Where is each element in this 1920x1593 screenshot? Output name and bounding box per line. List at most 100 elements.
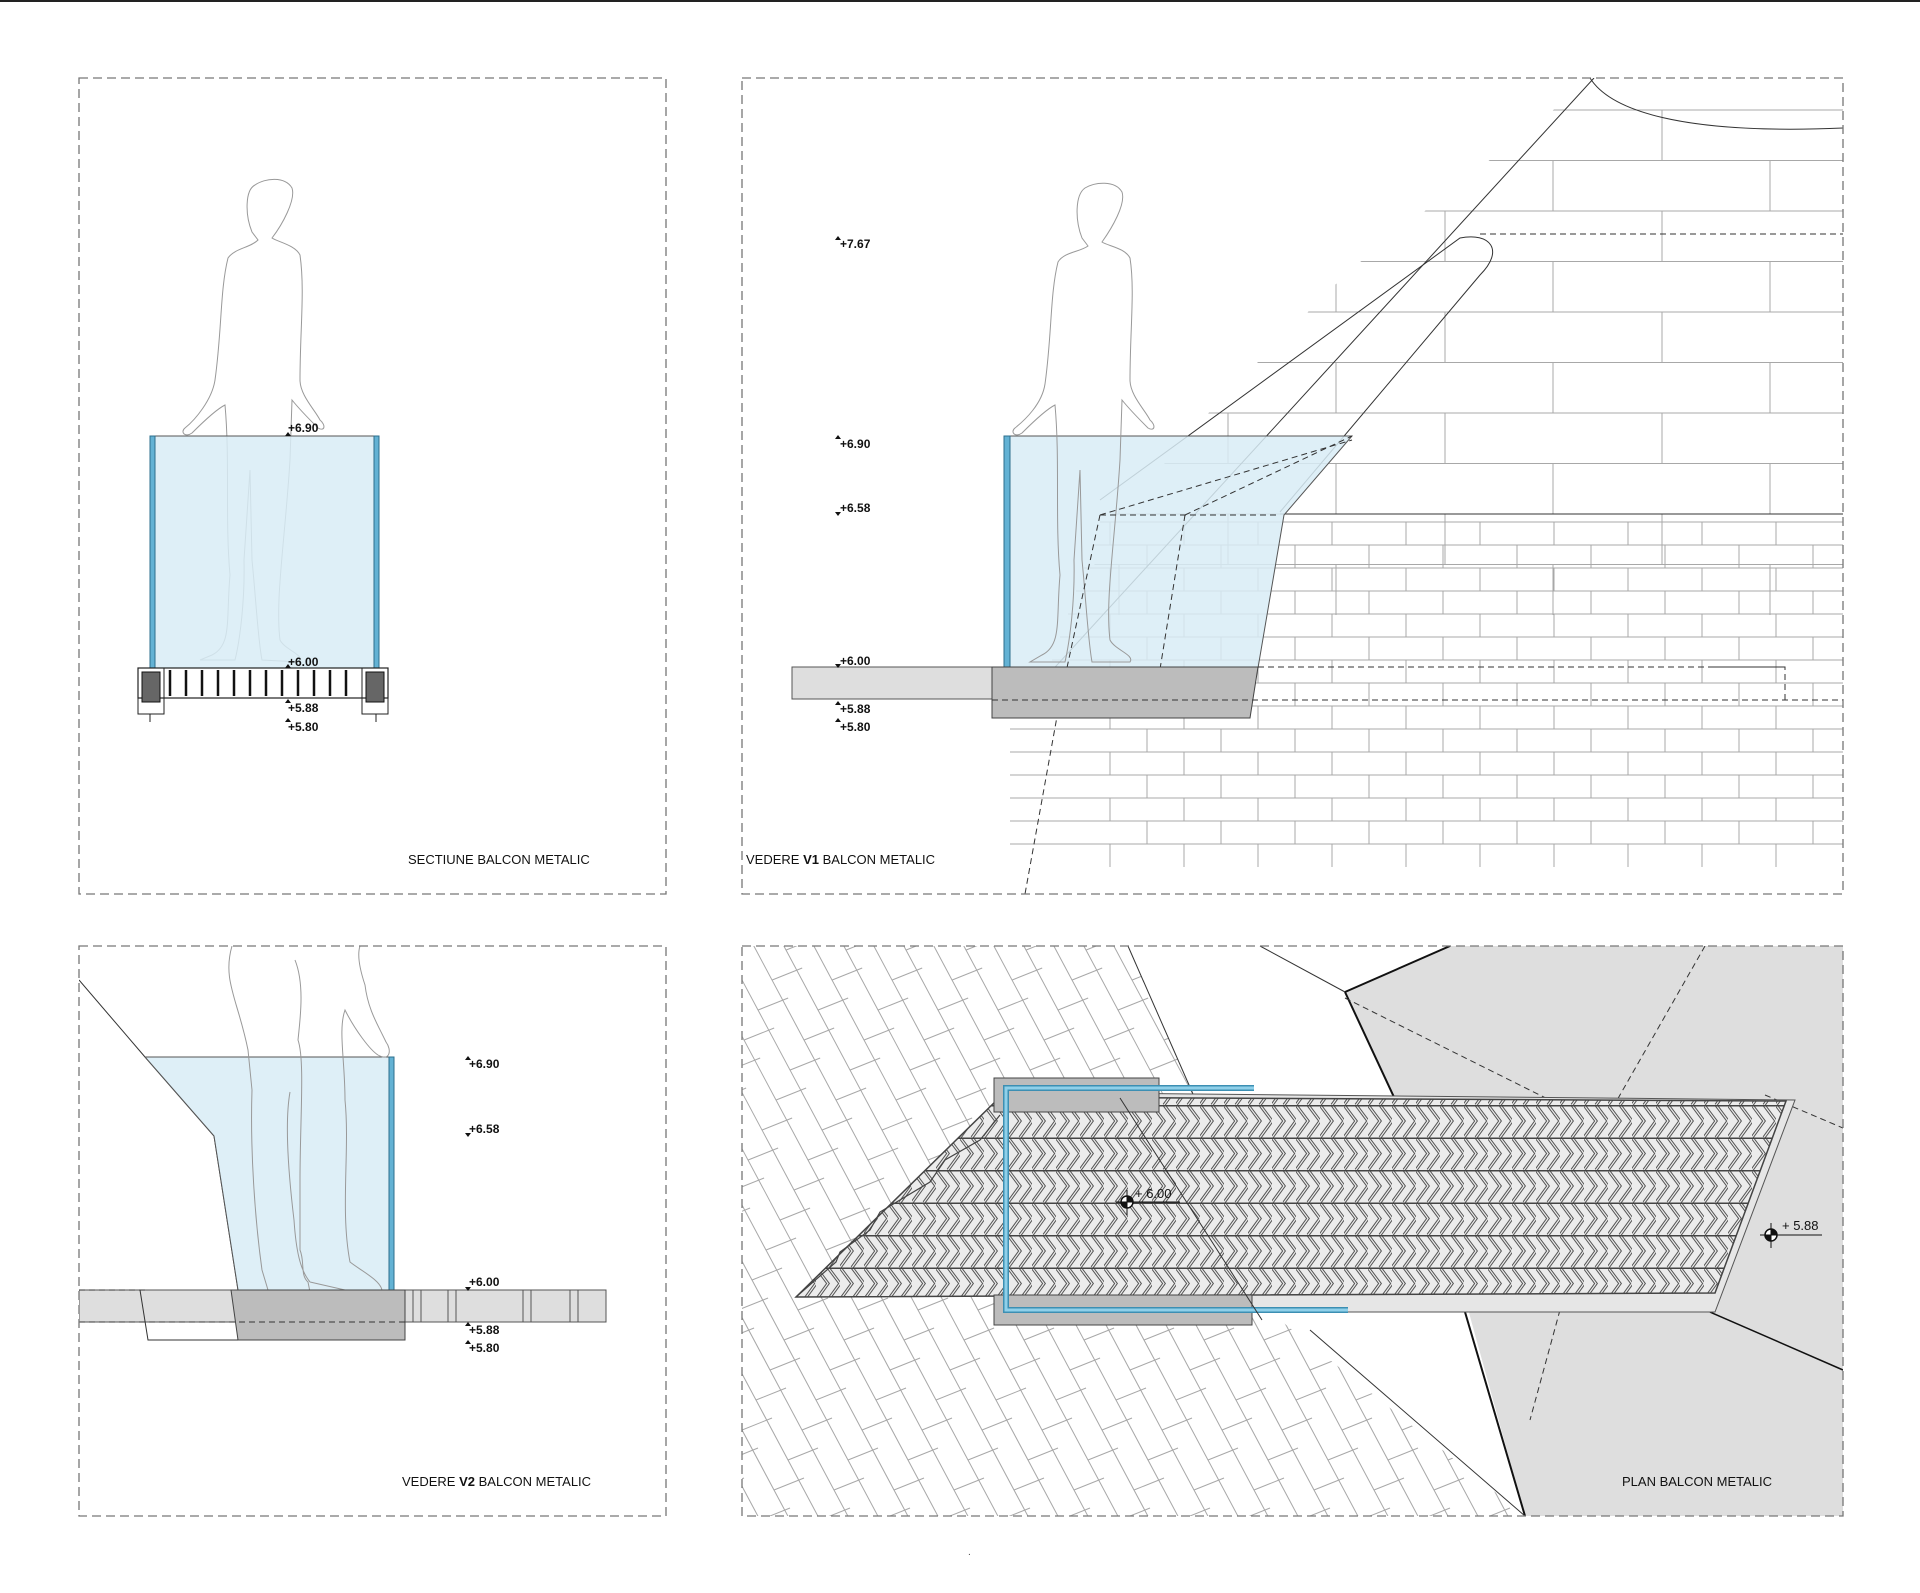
paving-joint <box>444 1028 474 1040</box>
paving-joint <box>1488 848 1518 860</box>
paving-joint <box>532 968 562 980</box>
paving-joint <box>1191 967 1223 981</box>
paving-joint <box>935 1387 967 1401</box>
paving-joint <box>742 967 743 981</box>
paving-joint <box>656 1088 686 1100</box>
paving-joint <box>765 1237 797 1251</box>
paving-joint <box>1202 818 1232 830</box>
paving-joint <box>684 1028 714 1040</box>
level-label: +5.80 <box>840 720 871 734</box>
level-label: + 6.00 <box>1135 1186 1172 1201</box>
paving-joint <box>1223 1027 1255 1041</box>
paving-joint <box>670 1058 700 1070</box>
paving-joint <box>708 848 738 860</box>
paving-joint <box>662 818 692 830</box>
levels-section: +6.90 +6.00 +5.88 +5.80 <box>285 421 319 734</box>
paving-joint <box>775 1087 807 1101</box>
paving-joint <box>789 1057 821 1071</box>
paving-joint <box>1322 818 1352 830</box>
balcony-slab <box>230 1289 406 1341</box>
panel-section: +6.90 +6.00 +5.88 +5.80 SECTIUNE BALCON … <box>78 77 667 895</box>
paving-joint <box>1263 1327 1295 1341</box>
paving-joint <box>632 1268 662 1280</box>
paving-joint <box>722 818 752 830</box>
paving-joint <box>981 1417 1013 1431</box>
paving-joint <box>636 1388 666 1400</box>
level-marker-588: + 5.88 <box>1760 1218 1822 1248</box>
paving-joint <box>560 908 590 920</box>
paving-joint <box>920 908 950 920</box>
paving-joint <box>1073 1477 1105 1491</box>
paving-joint <box>797 1297 829 1311</box>
paving-joint <box>907 1447 939 1461</box>
paving-joint <box>839 1207 871 1221</box>
paving-joint <box>1354 878 1384 890</box>
paving-joint <box>969 1057 1001 1071</box>
paving-joint <box>863 1027 895 1041</box>
paving-joint <box>642 1118 672 1130</box>
paving-joint <box>572 1268 602 1280</box>
paving-joint <box>879 1507 911 1516</box>
paving-joint <box>504 1028 534 1040</box>
paving-joint <box>937 997 969 1011</box>
paving-joint <box>1177 997 1209 1011</box>
paving-joint <box>847 1447 879 1461</box>
paving-joint <box>542 818 572 830</box>
paving-joint <box>472 968 502 980</box>
paving-joint <box>755 1387 787 1401</box>
paving-joint <box>877 997 909 1011</box>
paving-joint <box>857 1297 889 1311</box>
level-label: +5.80 <box>288 720 319 734</box>
paving-joint <box>1188 848 1218 860</box>
paving-joint <box>1089 1057 1121 1071</box>
paving-joint <box>803 1027 835 1041</box>
paving-joint <box>1359 1507 1391 1516</box>
paving-joint <box>592 968 622 980</box>
paving-joint <box>1373 1477 1405 1491</box>
paving-joint <box>1280 908 1310 920</box>
paving-joint <box>881 1117 913 1131</box>
paving-joint <box>874 878 904 890</box>
paving-joint <box>1129 1357 1161 1371</box>
paving-joint <box>588 848 618 860</box>
paving-joint <box>742 1477 745 1491</box>
panel-view-v2: +6.90 +6.58 +6.00 +5.88 +5.80 <box>79 946 607 1355</box>
paving-joint <box>831 967 863 981</box>
paving-joint <box>1534 878 1564 890</box>
paving-joint <box>1311 967 1343 981</box>
paving-joint <box>1840 1508 1870 1520</box>
panel-plan: + 6.00 + 5.88 <box>426 818 1884 1520</box>
paving-joint <box>1294 878 1324 890</box>
paving-joint <box>1057 997 1089 1011</box>
paving-joint <box>1433 1477 1465 1491</box>
paving-joint <box>967 1447 999 1461</box>
paving-joint <box>664 1328 694 1340</box>
paving-joint <box>1295 1387 1327 1401</box>
paving-joint <box>1114 878 1144 890</box>
paving-joint <box>1133 1477 1165 1491</box>
level-label: +6.00 <box>840 654 871 668</box>
paving-joint <box>742 1177 765 1191</box>
paving-joint <box>1299 1507 1331 1516</box>
paving-joint <box>867 1147 899 1161</box>
paving-joint <box>610 1058 640 1070</box>
paving-joint <box>951 967 983 981</box>
panel-title: PLAN BALCON METALIC <box>1622 1474 1772 1489</box>
paving-joint <box>522 1118 552 1130</box>
paving-joint <box>1086 946 1117 951</box>
paving-joint <box>953 1477 985 1491</box>
paving-joint <box>833 1477 865 1491</box>
paving-joint <box>1854 1478 1884 1490</box>
paving-joint <box>564 1028 594 1040</box>
paving-joint <box>759 1507 791 1516</box>
paving-joint <box>702 1118 732 1130</box>
grating-deck <box>137 667 389 722</box>
right-post <box>373 435 380 669</box>
paving-joint <box>426 938 456 950</box>
person-silhouette <box>1012 182 1155 663</box>
paving-course <box>742 946 1031 1516</box>
page-mark: . <box>968 1547 971 1558</box>
paving-joint <box>771 967 803 981</box>
paving-joint <box>1313 1477 1345 1491</box>
paving-joint <box>1068 848 1098 860</box>
